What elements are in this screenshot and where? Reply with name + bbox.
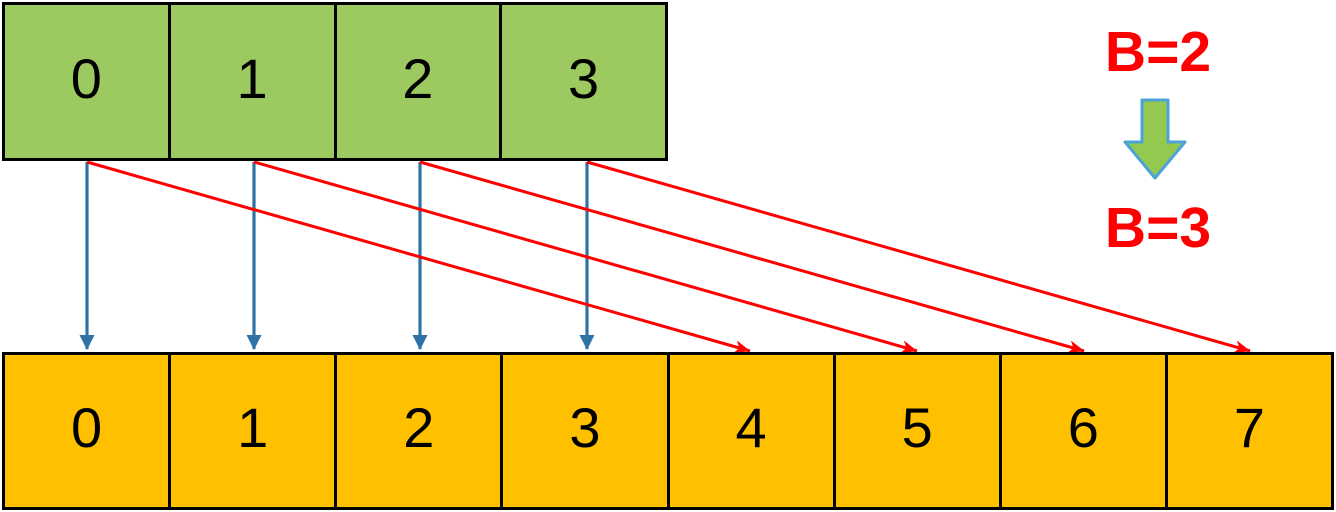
top-cell-3: 3 bbox=[502, 5, 665, 158]
label-b-equals-3: B=3 bbox=[1104, 196, 1212, 260]
down-block-arrow-icon bbox=[1123, 98, 1187, 180]
top-cell-0: 0 bbox=[5, 5, 171, 158]
array-row-after: 0 1 2 3 4 5 6 7 bbox=[2, 352, 1334, 510]
bottom-cell-2: 2 bbox=[337, 355, 504, 507]
red-arrow-2-to-6 bbox=[419, 160, 1085, 354]
bottom-cell-6: 6 bbox=[1001, 355, 1168, 507]
red-arrow-0-to-4 bbox=[86, 160, 751, 354]
bottom-cell-4: 4 bbox=[669, 355, 836, 507]
top-cell-2: 2 bbox=[336, 5, 503, 158]
label-b-equals-2: B=2 bbox=[1104, 20, 1212, 84]
bottom-cell-5: 5 bbox=[835, 355, 1002, 507]
bottom-cell-0: 0 bbox=[5, 355, 172, 507]
top-cell-1: 1 bbox=[170, 5, 337, 158]
red-arrow-1-to-5 bbox=[253, 160, 918, 354]
bottom-cell-3: 3 bbox=[503, 355, 670, 507]
array-row-before: 0 1 2 3 bbox=[2, 2, 668, 161]
bottom-cell-7: 7 bbox=[1167, 355, 1331, 507]
bottom-cell-1: 1 bbox=[171, 355, 338, 507]
